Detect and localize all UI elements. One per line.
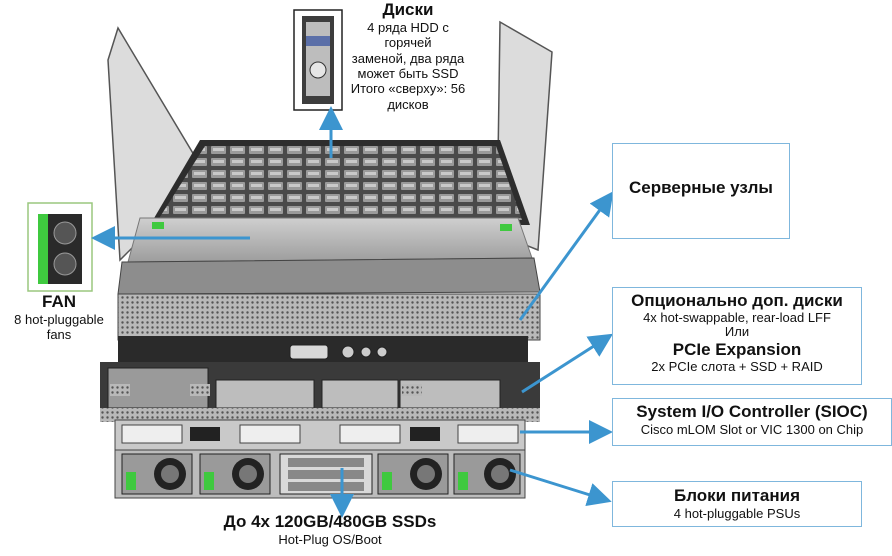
disks-line-5: дисков [387, 96, 429, 112]
server-nodes [100, 362, 540, 422]
expansion-line-2: 2x PCIe слота + SSD + RAID [651, 358, 823, 374]
ssd-callout: До 4x 120GB/480GB SSDs Hot-Plug OS/Boot [200, 512, 460, 547]
fan-callout: FAN 8 hot-pluggable fans [0, 292, 118, 343]
disks-callout: Диски 4 ряда HDD с горячей заменой, два … [344, 0, 472, 112]
callout-arrows [91, 106, 614, 518]
ssd-title: До 4x 120GB/480GB SSDs [223, 512, 437, 531]
sioc-box: System I/O Controller (SIOC) Cisco mLOM … [612, 398, 892, 446]
psu-row [114, 449, 526, 499]
expansion-line-1: 4x hot-swappable, rear-load LFF [643, 309, 831, 325]
psu-title: Блоки питания [674, 486, 800, 505]
disks-line-2: заменой, два ряда [351, 50, 465, 66]
fan-line-1: 8 hot-pluggable [14, 312, 104, 328]
expansion-box: Опционально доп. диски 4x hot-swappable,… [612, 287, 862, 385]
sioc-line: Cisco mLOM Slot or VIC 1300 on Chip [640, 422, 864, 438]
fan-title: FAN [42, 292, 76, 311]
chassis-top [107, 20, 553, 364]
disks-line-3: может быть SSD [357, 66, 459, 82]
expansion-title: Опционально доп. диски [631, 291, 843, 310]
ssd-line: Hot-Plug OS/Boot [278, 532, 382, 548]
hdd-carrier-icon [293, 9, 343, 111]
sioc-title: System I/O Controller (SIOC) [636, 402, 868, 421]
disks-line-1: 4 ряда HDD с горячей [367, 20, 449, 51]
expansion-title-2: PCIe Expansion [672, 340, 802, 360]
psu-box: Блоки питания 4 hot-pluggable PSUs [612, 481, 862, 527]
psu-line: 4 hot-pluggable PSUs [673, 506, 801, 522]
disks-line-4: Итого «сверху»: 56 [350, 81, 466, 97]
fan-line-2: fans [46, 327, 72, 343]
disks-title: Диски [382, 0, 434, 19]
server-nodes-box: Серверные узлы [612, 143, 790, 239]
server-nodes-title: Серверные узлы [629, 178, 773, 197]
fan-module-icon [27, 202, 93, 292]
expansion-or: Или [724, 324, 750, 340]
sioc-row [114, 419, 526, 451]
